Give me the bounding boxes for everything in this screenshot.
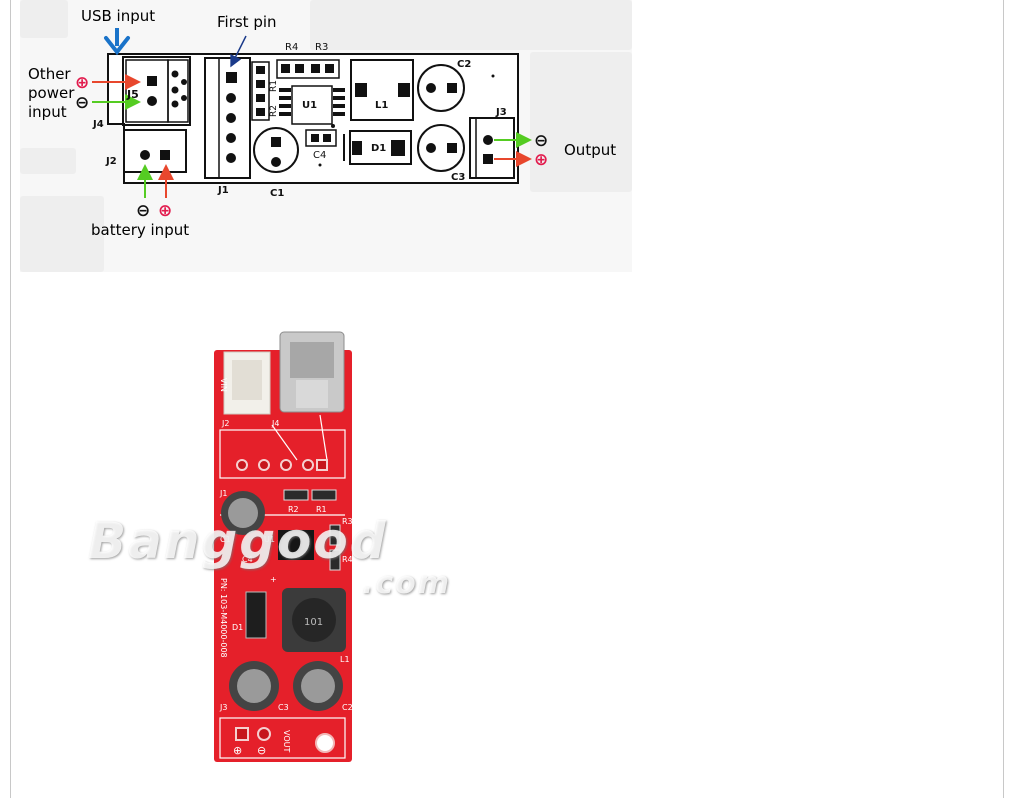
faded-background-shape bbox=[20, 196, 104, 272]
photo-minus-symbol: ⊖ bbox=[257, 744, 266, 757]
photo-j2-label: J2 bbox=[221, 419, 229, 428]
other-power-input-label: Other power input bbox=[28, 65, 75, 121]
diode-d1 bbox=[343, 130, 412, 165]
photo-r1-label: R1 bbox=[316, 505, 327, 514]
label-j2: J2 bbox=[105, 156, 117, 167]
photo-c1-label: C1 bbox=[220, 535, 231, 544]
photo-inductor-code: 101 bbox=[304, 617, 323, 628]
usb-input-arrow bbox=[104, 28, 130, 56]
photo-r4-label: R4 bbox=[342, 555, 353, 564]
usb-input-label: USB input bbox=[81, 7, 156, 25]
photo-plus-symbol: ⊕ bbox=[233, 744, 242, 757]
minus-symbol: ⊖ bbox=[136, 201, 150, 221]
label-j5: J5 bbox=[126, 88, 139, 101]
photo-plus-sign: + bbox=[270, 575, 277, 584]
faded-background-shape bbox=[310, 0, 632, 50]
photo-part-number: PN: 103-M4000-008 bbox=[219, 578, 228, 658]
first-pin-arrow bbox=[230, 35, 247, 68]
label-l1: L1 bbox=[375, 100, 388, 111]
photo-vin-label: VIN bbox=[219, 378, 228, 392]
photo-u1-label: U1 bbox=[264, 535, 275, 544]
connector-j3 bbox=[469, 117, 515, 179]
header-j1 bbox=[204, 57, 251, 179]
pcb-photo: VIN J2 J4 J1 C1 C4 U1 R2 R1 R3 R4 + PN: … bbox=[214, 331, 353, 762]
output-label: Output bbox=[564, 141, 617, 159]
photo-c4-label: C4 bbox=[242, 555, 253, 564]
resistors-r3-r4 bbox=[276, 59, 340, 79]
label-r4: R4 bbox=[285, 42, 298, 53]
label-c3: C3 bbox=[451, 172, 465, 183]
content-frame bbox=[10, 0, 1004, 798]
photo-c2-label: C2 bbox=[342, 703, 353, 712]
label-r1: R1 bbox=[269, 80, 279, 92]
photo-d1-label: D1 bbox=[232, 623, 243, 632]
watermark-suffix: .com bbox=[362, 566, 452, 601]
faded-background-shape bbox=[20, 148, 76, 174]
watermark-brand: Banggood bbox=[88, 512, 388, 570]
label-c2: C2 bbox=[457, 59, 471, 70]
plus-symbol: ⊕ bbox=[158, 201, 172, 221]
plus-symbol: ⊕ bbox=[534, 150, 548, 170]
diode-d1-photo bbox=[245, 591, 267, 639]
inductor-l1 bbox=[350, 59, 414, 121]
chip-u1-photo bbox=[278, 530, 314, 560]
label-r2: R2 bbox=[269, 105, 279, 117]
chip-u1 bbox=[279, 85, 345, 128]
label-d1: D1 bbox=[371, 143, 386, 154]
photo-r3-label: R3 bbox=[342, 517, 353, 526]
connector-j2 bbox=[123, 129, 187, 173]
capacitor-c3 bbox=[417, 124, 465, 172]
photo-c3-label: C3 bbox=[278, 703, 289, 712]
label-c1: C1 bbox=[270, 188, 284, 199]
first-pin-label: First pin bbox=[217, 13, 277, 31]
label-j3: J3 bbox=[495, 107, 507, 118]
capacitor-c4 bbox=[305, 129, 337, 167]
label-j1: J1 bbox=[217, 185, 229, 196]
photo-j1-label: J1 bbox=[219, 489, 227, 498]
photo-j3-label: J3 bbox=[219, 703, 227, 712]
battery-input-label: battery input bbox=[91, 221, 190, 239]
photo-j4-label: J4 bbox=[271, 419, 279, 428]
minus-symbol: ⊖ bbox=[75, 93, 89, 113]
photo-vout-label: VOUT bbox=[282, 730, 291, 752]
capacitor-c2 bbox=[417, 64, 495, 112]
minus-symbol: ⊖ bbox=[534, 131, 548, 151]
resistors-r1-r2 bbox=[251, 61, 270, 121]
label-r3: R3 bbox=[315, 42, 328, 53]
connector-j5 bbox=[122, 56, 191, 126]
photo-r2-label: R2 bbox=[288, 505, 299, 514]
label-c4: C4 bbox=[313, 150, 326, 161]
faded-background-shape bbox=[530, 52, 632, 192]
mounting-hole bbox=[315, 733, 335, 753]
plus-symbol: ⊕ bbox=[75, 73, 89, 93]
photo-l1-label: L1 bbox=[340, 655, 350, 664]
faded-background-shape bbox=[20, 0, 68, 38]
label-u1: U1 bbox=[302, 100, 317, 111]
capacitor-c1 bbox=[253, 127, 299, 173]
label-j4: J4 bbox=[92, 119, 104, 130]
